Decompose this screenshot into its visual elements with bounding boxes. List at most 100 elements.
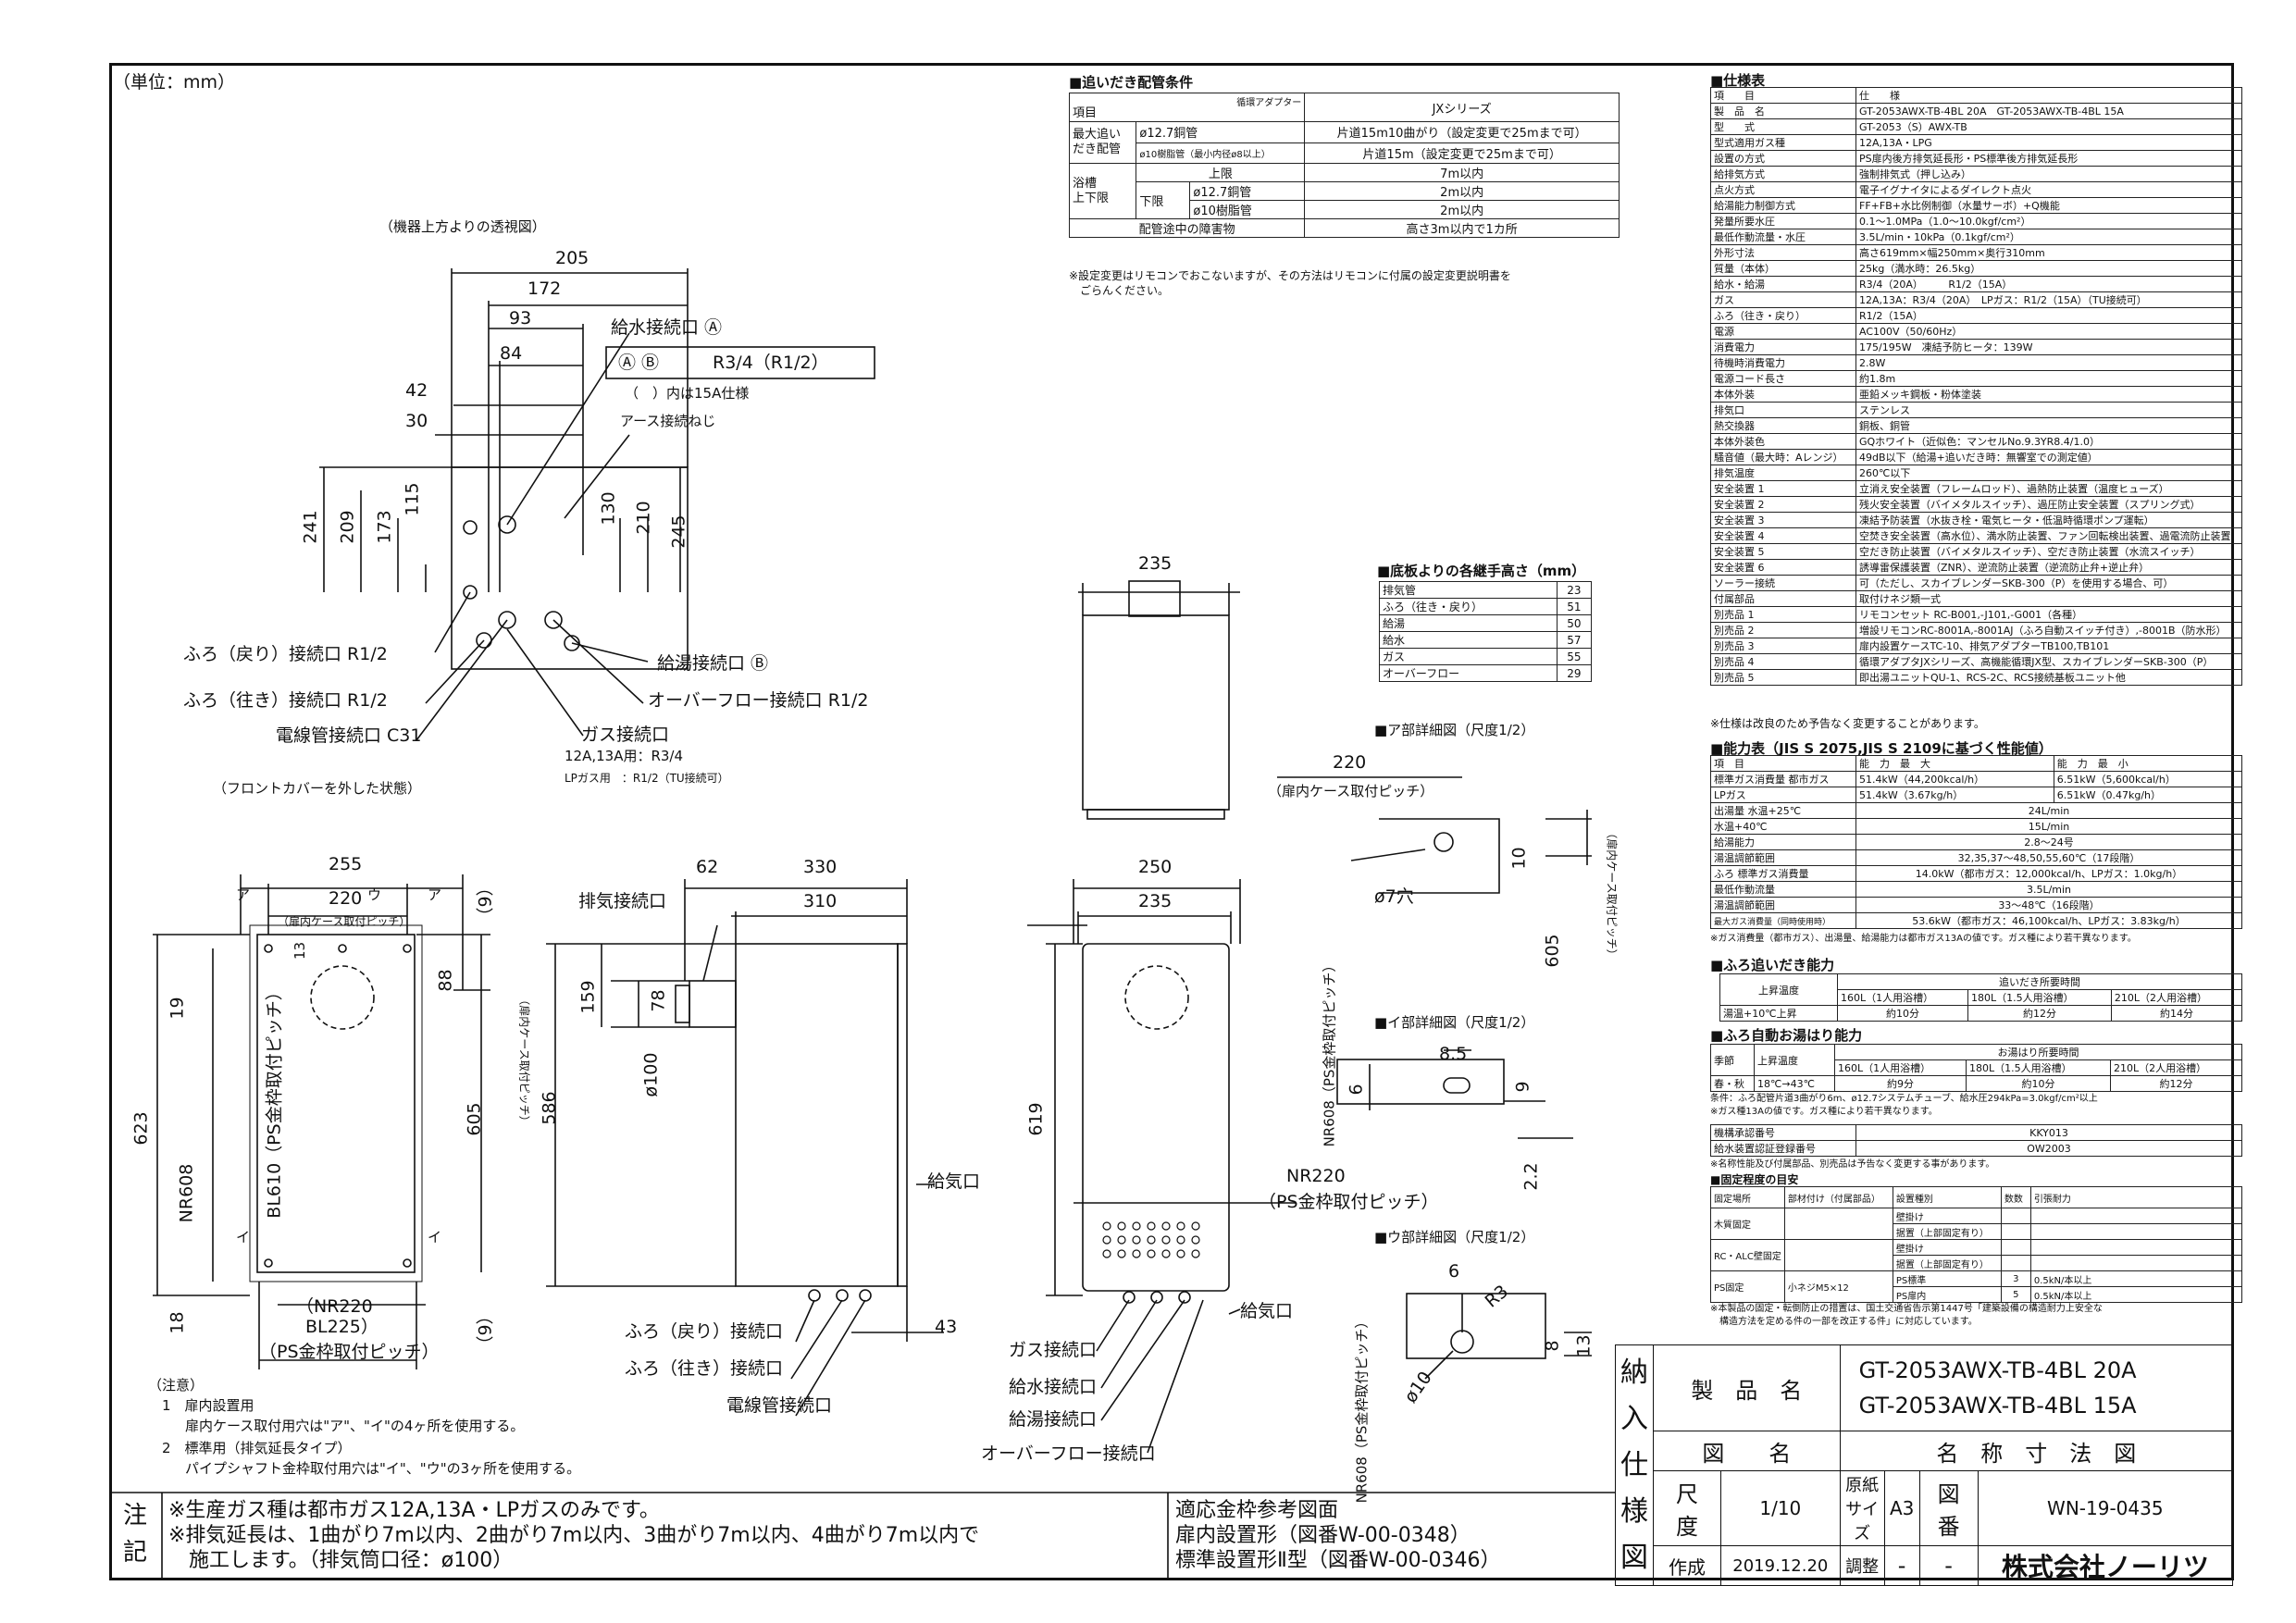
cell: 33～48℃（16段階） — [1855, 897, 2242, 913]
cell: AC100V（50/60Hz） — [1855, 323, 2242, 340]
front-view-title: （フロントカバーを外した状態） — [213, 780, 422, 797]
table-row: ふろ（往き・戻り）R1/2（15A） — [1710, 307, 2242, 324]
cell: 安全装置 6 — [1710, 559, 1856, 576]
cell: 別売品 3 — [1710, 638, 1856, 654]
cell: 25kg（満水時：26.5kg） — [1855, 260, 2242, 277]
front-dim-bl610: BL610（PS金枠取付ピッチ） — [264, 983, 285, 1219]
table-row: 図 名 名 称 寸 法 図 — [1616, 1431, 2234, 1471]
front-dim-13: 13 — [292, 941, 309, 960]
cell: 210L（2人用浴槽） — [2110, 989, 2243, 1006]
cell-text: 上下限 — [1073, 191, 1110, 205]
label-water-in: 給水接続口 Ⓐ — [611, 317, 723, 338]
cell: 据置（上部固定有り） — [1892, 1223, 2002, 1240]
reheat-note-2: ごらんください。 — [1069, 284, 1170, 297]
cell: R1/2（15A） — [1855, 307, 2242, 324]
detail-a-hole: ø7穴 — [1374, 886, 1414, 907]
table-row: 木質固定壁掛け — [1710, 1208, 2243, 1240]
front-dim-220: 220 — [329, 888, 363, 909]
cell: 湯温調節範囲 — [1710, 849, 1856, 866]
label-gas-city: 12A,13A用：R3/4 — [565, 748, 684, 764]
front-dim-nr220: （NR220 — [296, 1296, 373, 1317]
cell: 追いだき所要時間 — [1837, 973, 2242, 990]
label-intake-side: 給気口 — [927, 1171, 981, 1192]
capacity-note: ※ガス消費量（都市ガス）、出湯量、給湯能力は都市ガス13Aの値です。ガス種により… — [1710, 934, 2137, 944]
cell: 消費電力 — [1710, 339, 1856, 355]
cell-text: 最大追い — [1073, 128, 1122, 142]
cell: ø10樹脂管（最小内径ø8以上） — [1136, 142, 1306, 164]
cell: 即出湯ユニットQU-1、RCS-2C、RCS接続基板ユニット他 — [1855, 669, 2242, 686]
side-dim-586: 586 — [539, 1091, 560, 1125]
cell: 安全装置 1 — [1710, 480, 1856, 497]
cell: OW2003 — [1855, 1140, 2242, 1157]
dim-115: 115 — [402, 482, 423, 516]
mark-u: ウ — [367, 886, 382, 903]
cell: 約9分 — [1833, 1075, 1967, 1092]
cell: 付属部品 — [1710, 590, 1856, 607]
detail-a-605: 605 — [1542, 934, 1563, 968]
cell: 6.51kW（0.47kg/h） — [2053, 787, 2243, 803]
table-row: ソーラー接続可（ただし、スカイブレンダーSKB-300（P）を使用する場合、可） — [1710, 575, 2242, 591]
notes-2b: パイプシャフト金枠取付用穴は"イ"、"ウ"の3ヶ所を使用する。 — [185, 1460, 581, 1477]
dim-30: 30 — [405, 411, 428, 431]
cell: PS扉内後方排気延長形・PS標準後方排気延長形 — [1855, 150, 2242, 167]
label-conduit: 電線管接続口 C31 — [276, 725, 422, 746]
table-row: 本体外装亜鉛メッキ鋼板・粉体塗装 — [1710, 386, 2242, 403]
cell: 上限 — [1136, 163, 1306, 182]
dim-84: 84 — [500, 343, 523, 364]
label-intake-right: 給気口 — [1240, 1301, 1294, 1321]
cell — [2029, 1208, 2243, 1224]
top-view-body — [451, 466, 689, 670]
front-dim-19: 19 — [167, 997, 188, 1020]
cell: RC・ALC壁固定 — [1710, 1239, 1785, 1271]
cell: 210L（2人用浴槽） — [2109, 1059, 2243, 1076]
made-label: 作成 — [1653, 1545, 1721, 1586]
table-row: 上昇温度追いだき所要時間 — [1719, 973, 2242, 1006]
auto-fill-table: 季節上昇温度お湯はり所要時間 160L（1人用浴槽）180L（1.5人用浴槽）2… — [1710, 1044, 2243, 1092]
label-gas: ガス接続口 — [581, 725, 670, 745]
label-overflow: オーバーフロー接続口 R1/2 — [648, 690, 869, 711]
cell: 5 — [2000, 1286, 2031, 1303]
table-row: ふろ（往き・戻り）51 — [1379, 598, 1593, 615]
fixing-note-1: ※本製品の固定・転倒防止の措置は、国土交通省告示第1447号「建築設備の構造耐力… — [1710, 1304, 2103, 1314]
table-row: 湯温+10℃上昇約10分約12分約14分 — [1719, 1005, 2243, 1022]
dwg-label: 図 番 — [1918, 1470, 1982, 1546]
cell: ふろ（往き・戻り） — [1379, 598, 1558, 615]
table-row: 項 目仕 様 — [1710, 87, 2242, 104]
cell: 銅板、銅管 — [1855, 417, 2242, 434]
cell — [2029, 1255, 2243, 1271]
cell: 180L（1.5人用浴槽） — [1967, 989, 2112, 1006]
cell: 51.4kW（44,200kcal/h） — [1855, 771, 2054, 787]
table-row: 作成 2019.12.20 調整 - - 株式会社ノーリツ — [1616, 1545, 2234, 1586]
made-date: 2019.12.20 — [1720, 1545, 1841, 1586]
cell: 能 力 最 大 — [1855, 755, 2054, 772]
fixing-title: ■固定程度の目安 — [1710, 1173, 1799, 1186]
cell: 能 力 最 小 — [2053, 755, 2243, 772]
cell: 立消え安全装置（フレームロッド）、過熱防止装置（温度ヒューズ） — [1855, 480, 2242, 497]
label-exhaust: 排気接続口 — [578, 891, 667, 911]
heights-title: ■底板よりの各継手高さ（mm） — [1377, 563, 1586, 579]
grille — [1102, 1221, 1200, 1258]
cell: 壁掛け — [1892, 1239, 2002, 1256]
dwg-number: WN-19-0435 — [1977, 1470, 2234, 1546]
paper: A3 — [1883, 1470, 1920, 1546]
front-dim-623: 623 — [130, 1111, 152, 1146]
detail-a-220: 220 — [1333, 752, 1367, 773]
cell: 最低作動流量 — [1710, 881, 1856, 898]
cell: 最大追いだき配管 — [1068, 121, 1137, 164]
cell: LPガス — [1710, 787, 1856, 803]
cell: 別売品 5 — [1710, 669, 1856, 686]
side-dim-62: 62 — [696, 857, 719, 877]
cell: 固定場所 — [1710, 1186, 1785, 1208]
